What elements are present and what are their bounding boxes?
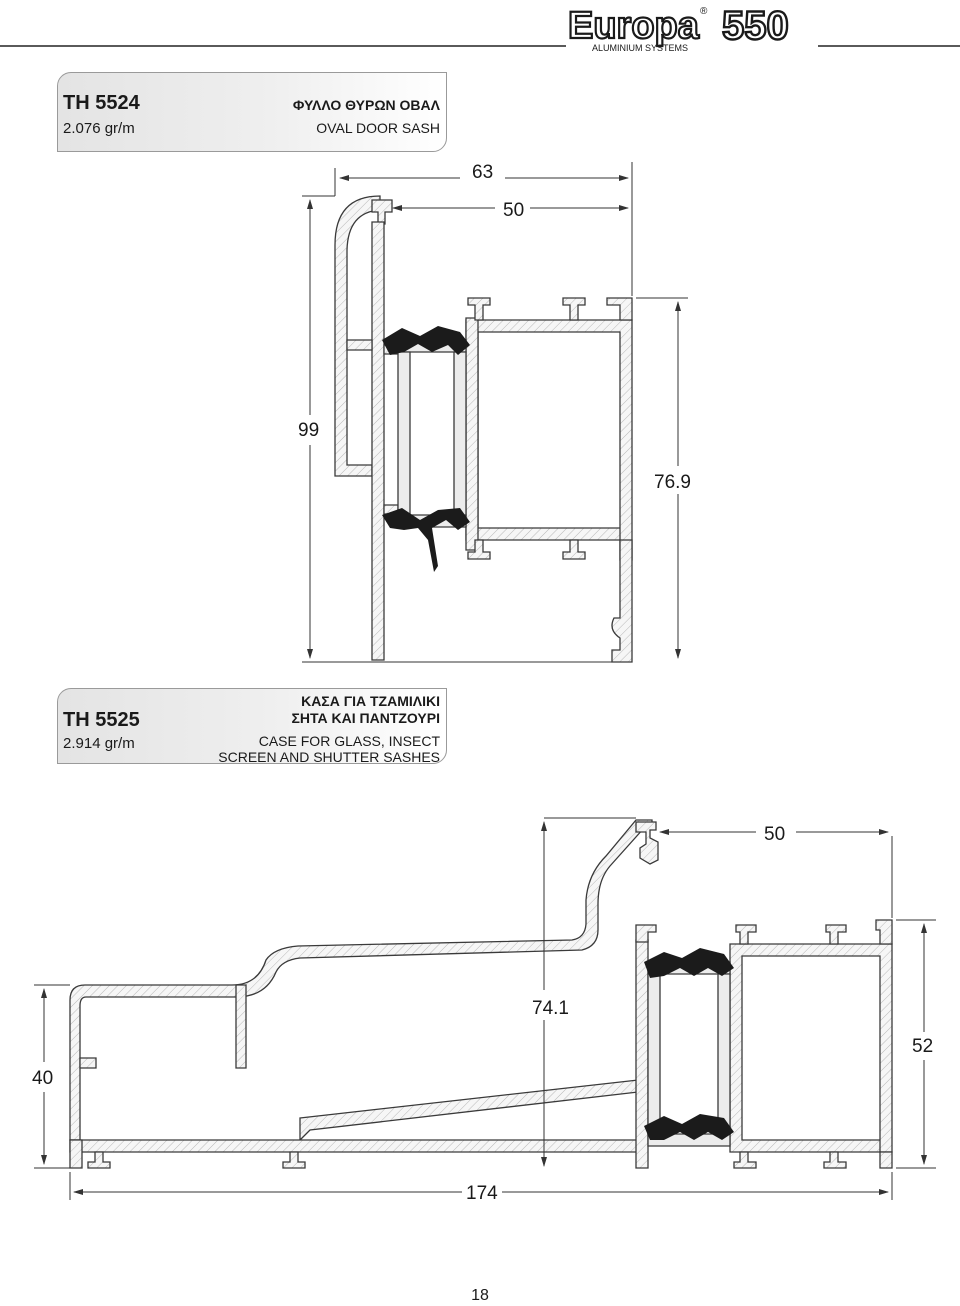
profile-title-greek-line2: ΣΗΤΑ ΚΑΙ ΠΑΝΤΖΟΥΡΙ [291,710,440,726]
profile-weight: 2.076 gr/m [63,120,135,137]
profile-code: TH 5524 [63,92,140,114]
profile-weight: 2.914 gr/m [63,735,135,752]
dim-overall-width: 174 [466,1183,498,1204]
logo-tagline: ALUMINIUM SYSTEMS [592,43,688,53]
profile-title-greek-line1: ΚΑΣΑ ΓΙΑ ΤΖΑΜΙΛΙΚΙ [301,693,440,709]
thermal-break-gaskets-th5524 [382,326,470,572]
profile-drawing-th5524 [334,195,633,663]
profile-title-greek: ΦΥΛΛΟ ΘΥΡΩΝ ΟΒΑΛ [292,97,440,113]
dimensions-th5524 [302,162,688,663]
europa-logo: Europa 550 ® ALUMINIUM SYSTEMS [567,3,790,53]
dim-frame-height: 76.9 [654,472,691,493]
profile-drawing-th5525 [69,819,893,1169]
dim-overall-width: 63 [472,162,493,183]
profile-code: TH 5525 [63,709,140,731]
profile-card-th5524: TH 5524 2.076 gr/m ΦΥΛΛΟ ΘΥΡΩΝ ΟΒΑΛ OVAL… [57,72,447,152]
dim-right-height: 52 [912,1036,933,1057]
header-rule-left [0,45,566,47]
profile-title-english: OVAL DOOR SASH [316,120,440,136]
dim-overall-height: 74.1 [532,998,569,1019]
logo-brand-text: Europa [568,5,700,47]
page-number: 18 [471,1287,489,1304]
header-rule-right [818,45,960,47]
thermal-break-gaskets-th5525 [644,948,734,1140]
profile-title-english-line1: CASE FOR GLASS, INSECT [258,733,440,749]
dim-top-width: 50 [764,824,785,845]
logo-registered-mark: ® [700,6,708,17]
dim-left-height: 40 [32,1068,53,1089]
profile-card-th5525: TH 5525 2.914 gr/m ΚΑΣΑ ΓΙΑ ΤΖΑΜΙΛΙΚΙ ΣΗ… [57,688,447,765]
profile-title-english-line2: SCREEN AND SHUTTER SASHES [218,749,440,765]
logo-model-text: 550 [722,4,789,48]
dim-inner-width: 50 [503,200,524,221]
dim-overall-height: 99 [298,420,319,441]
dimensions-th5525 [34,817,936,1200]
